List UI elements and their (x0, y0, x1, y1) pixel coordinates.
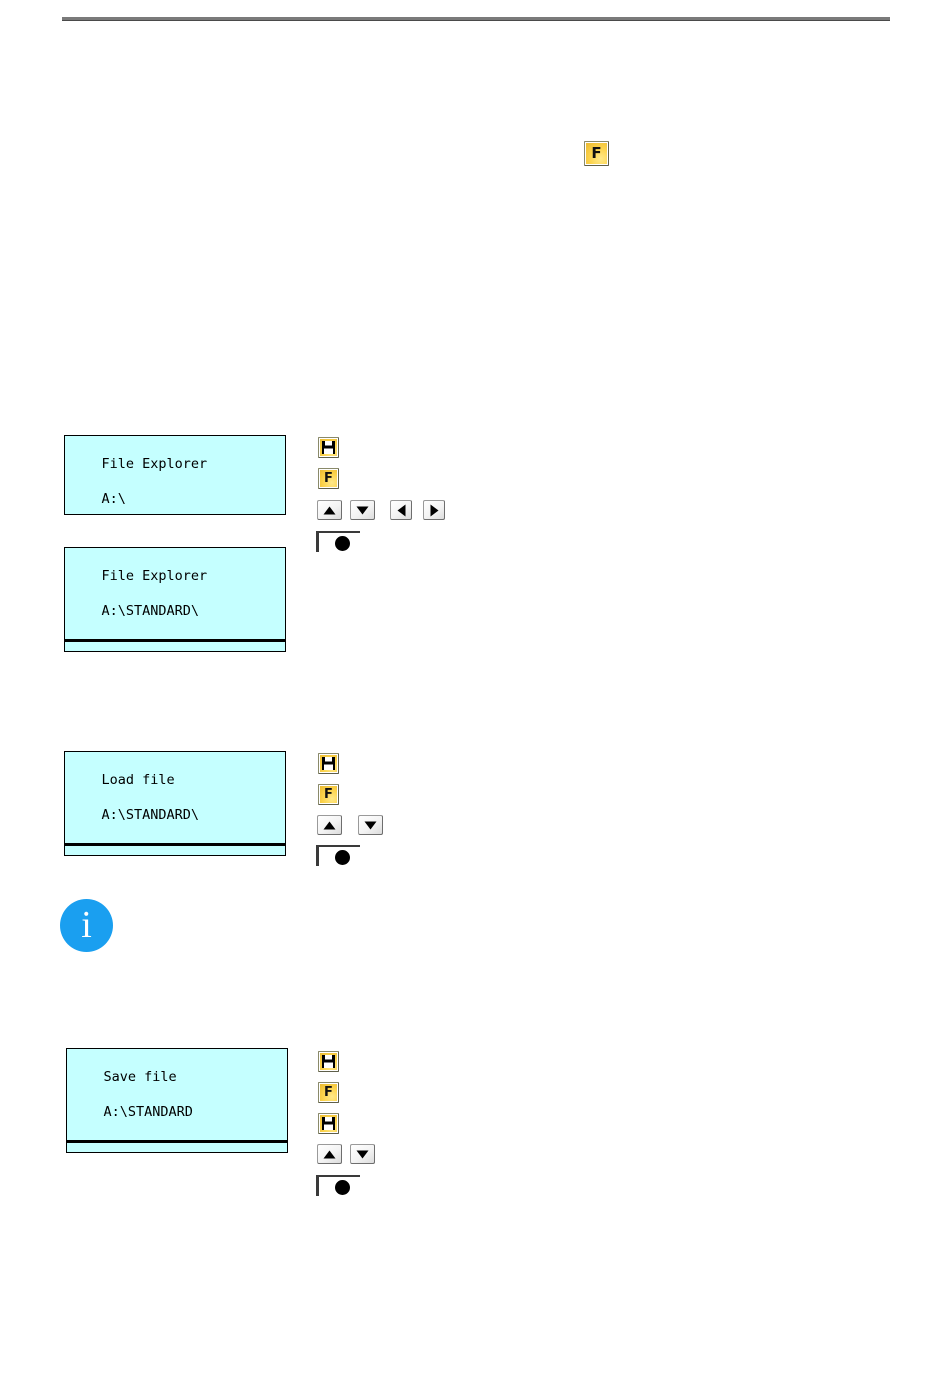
arrow-up-icon (323, 821, 336, 829)
function-key-f[interactable]: F (318, 468, 339, 489)
function-key-f-label: F (324, 471, 333, 486)
arrow-down-key[interactable] (350, 1144, 375, 1164)
save-disk-key[interactable] (318, 753, 339, 774)
save-disk-key[interactable] (318, 437, 339, 458)
arrow-right-icon (430, 504, 438, 516)
function-key-f-label: F (324, 787, 333, 802)
arrow-left-icon (397, 504, 405, 516)
enter-knob-key[interactable] (316, 531, 360, 552)
knob-dot-icon (335, 1179, 350, 1195)
lcd-path: A:\ (101, 490, 126, 507)
arrow-left-key[interactable] (390, 500, 412, 520)
knob-dot-icon (335, 849, 350, 865)
save-disk-key[interactable] (318, 1051, 339, 1072)
arrow-down-key[interactable] (358, 815, 383, 835)
lcd-path: A:\STANDARD (103, 1103, 193, 1120)
floppy-disk-icon (322, 1055, 335, 1068)
save-disk-key-2[interactable] (318, 1113, 339, 1134)
function-key-f[interactable]: F (584, 141, 609, 166)
lcd-header: File Explorer A:\STANDARD\ (65, 548, 285, 642)
info-icon: i (60, 899, 113, 952)
function-key-f-label: F (591, 144, 602, 162)
arrow-down-key[interactable] (350, 500, 375, 520)
lcd-panel-file-explorer-root: File Explorer A:\ [Drives] ➞<STANDARD> <… (64, 435, 286, 515)
arrow-down-icon (356, 506, 369, 514)
info-icon-glyph: i (81, 903, 92, 946)
lcd-path: A:\STANDARD\ (101, 806, 200, 823)
floppy-disk-icon (322, 441, 335, 454)
floppy-disk-icon (322, 1117, 335, 1130)
lcd-panel-load-file: Load file A:\STANDARD\ <..> ➞layout01 la… (64, 751, 286, 856)
arrow-up-key[interactable] (317, 815, 342, 835)
lcd-path: A:\STANDARD\ (101, 602, 200, 619)
knob-dot-icon (335, 535, 350, 551)
lcd-title: Save file (103, 1068, 177, 1085)
page-header-rule (62, 17, 890, 21)
arrow-right-key[interactable] (423, 500, 445, 520)
lcd-header: Save file A:\STANDARD (67, 1049, 287, 1143)
arrow-up-icon (323, 1150, 336, 1158)
lcd-body: <..> ➞layout01 layout02 (65, 846, 285, 856)
function-key-f[interactable]: F (318, 784, 339, 805)
lcd-title: File Explorer (101, 455, 208, 472)
lcd-body: ➞<..> layout01 layout02 (65, 642, 285, 652)
arrow-down-icon (356, 1150, 369, 1158)
lcd-header: File Explorer A:\ (65, 436, 285, 514)
lcd-title: Load file (101, 771, 175, 788)
lcd-header: Load file A:\STANDARD\ (65, 752, 285, 846)
lcd-body: ➞Save layout Save config. noname (67, 1143, 287, 1153)
function-key-f[interactable]: F (318, 1082, 339, 1103)
function-key-f-label: F (324, 1085, 333, 1100)
enter-knob-key[interactable] (316, 1175, 360, 1196)
lcd-title: File Explorer (101, 567, 208, 584)
lcd-panel-save-file: Save file A:\STANDARD ➞Save layout Save … (66, 1048, 288, 1153)
arrow-up-icon (323, 506, 336, 514)
arrow-up-key[interactable] (317, 1144, 342, 1164)
lcd-panel-file-explorer-standard: File Explorer A:\STANDARD\ ➞<..> layout0… (64, 547, 286, 652)
floppy-disk-icon (322, 757, 335, 770)
arrow-up-key[interactable] (317, 500, 342, 520)
enter-knob-key[interactable] (316, 845, 360, 866)
arrow-down-icon (364, 821, 377, 829)
